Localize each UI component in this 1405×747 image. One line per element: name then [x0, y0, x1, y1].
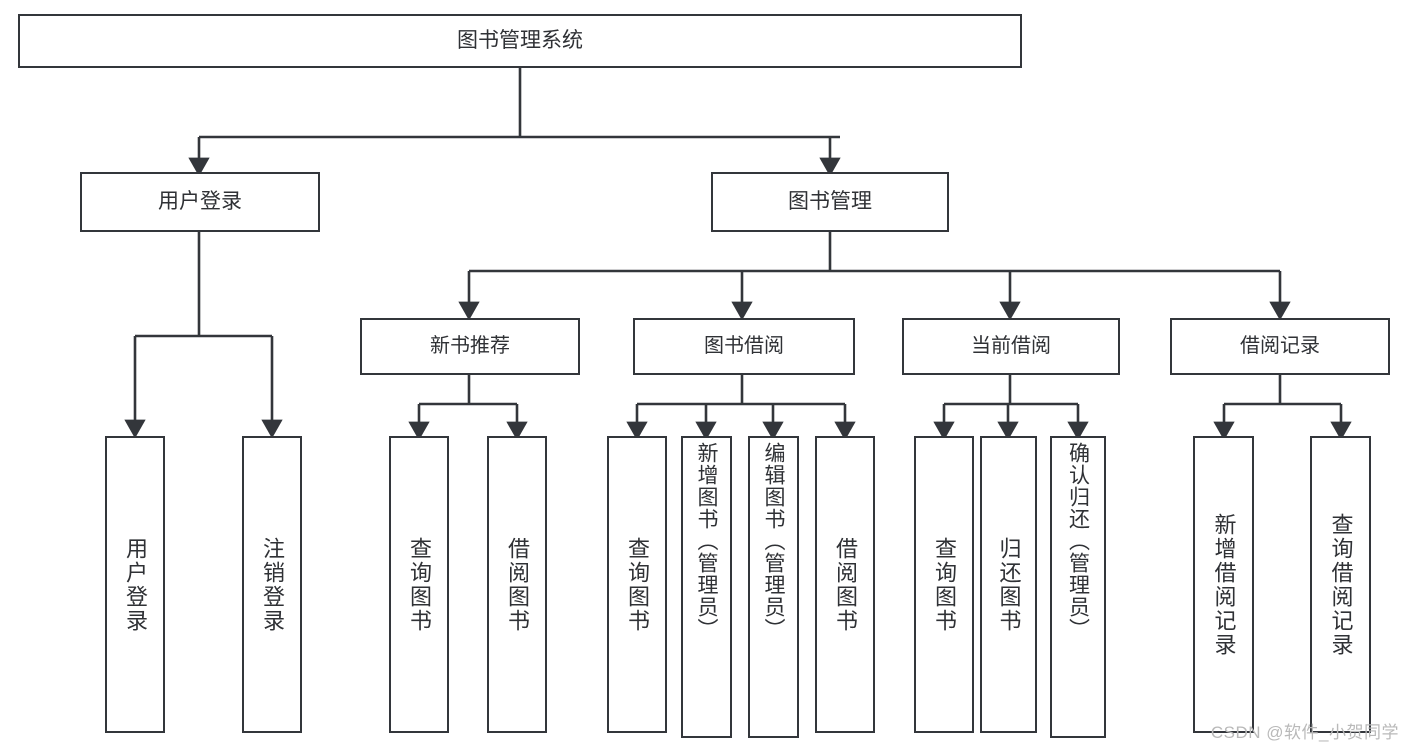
node-leaf-add-book[interactable]: 新增图书（管理员） [681, 436, 732, 738]
node-user-login-label: 用户登录 [158, 189, 242, 213]
node-user-login[interactable]: 用户登录 [80, 172, 320, 232]
node-leaf-query-book-1[interactable]: 查询图书 [389, 436, 449, 733]
node-borrow-record[interactable]: 借阅记录 [1170, 318, 1390, 375]
node-leaf-query-book-1-label: 查询图书 [407, 536, 432, 633]
node-leaf-confirm-return-label: 确认归还（管理员） [1066, 442, 1090, 640]
node-book-borrow[interactable]: 图书借阅 [633, 318, 855, 375]
node-borrow-record-label: 借阅记录 [1240, 334, 1320, 357]
node-leaf-query-record[interactable]: 查询借阅记录 [1310, 436, 1371, 733]
node-new-book-recommend[interactable]: 新书推荐 [360, 318, 580, 375]
node-leaf-user-login-label: 用户登录 [123, 536, 148, 633]
node-root-system-label: 图书管理系统 [457, 28, 583, 52]
node-leaf-add-record-label: 新增借阅记录 [1211, 512, 1237, 657]
node-leaf-add-book-label: 新增图书（管理员） [695, 442, 718, 640]
node-book-management-label: 图书管理 [788, 189, 872, 213]
node-leaf-query-book-2[interactable]: 查询图书 [607, 436, 667, 733]
node-leaf-user-logout-label: 注销登录 [260, 536, 285, 633]
node-leaf-query-record-label: 查询借阅记录 [1328, 512, 1354, 657]
node-leaf-borrow-book-2[interactable]: 借阅图书 [815, 436, 875, 733]
node-leaf-confirm-return[interactable]: 确认归还（管理员） [1050, 436, 1106, 738]
node-leaf-return-book-label: 归还图书 [996, 536, 1022, 633]
node-current-borrow[interactable]: 当前借阅 [902, 318, 1120, 375]
node-book-management[interactable]: 图书管理 [711, 172, 949, 232]
node-new-book-recommend-label: 新书推荐 [430, 334, 510, 357]
csdn-watermark: CSDN @软件_小贺同学 [1210, 723, 1399, 742]
node-leaf-edit-book[interactable]: 编辑图书（管理员） [748, 436, 799, 738]
node-leaf-borrow-book-1-label: 借阅图书 [505, 536, 530, 633]
node-leaf-user-logout[interactable]: 注销登录 [242, 436, 302, 733]
node-leaf-borrow-book-1[interactable]: 借阅图书 [487, 436, 547, 733]
node-leaf-user-login[interactable]: 用户登录 [105, 436, 165, 733]
node-leaf-query-book-2-label: 查询图书 [625, 536, 650, 633]
node-book-borrow-label: 图书借阅 [704, 334, 784, 357]
node-leaf-query-book-3-label: 查询图书 [932, 536, 957, 633]
node-leaf-edit-book-label: 编辑图书（管理员） [762, 442, 785, 640]
node-root-system[interactable]: 图书管理系统 [18, 14, 1022, 68]
node-leaf-return-book[interactable]: 归还图书 [980, 436, 1037, 733]
node-leaf-borrow-book-2-label: 借阅图书 [833, 536, 858, 633]
node-current-borrow-label: 当前借阅 [971, 334, 1051, 357]
node-leaf-query-book-3[interactable]: 查询图书 [914, 436, 974, 733]
node-leaf-add-record[interactable]: 新增借阅记录 [1193, 436, 1254, 733]
